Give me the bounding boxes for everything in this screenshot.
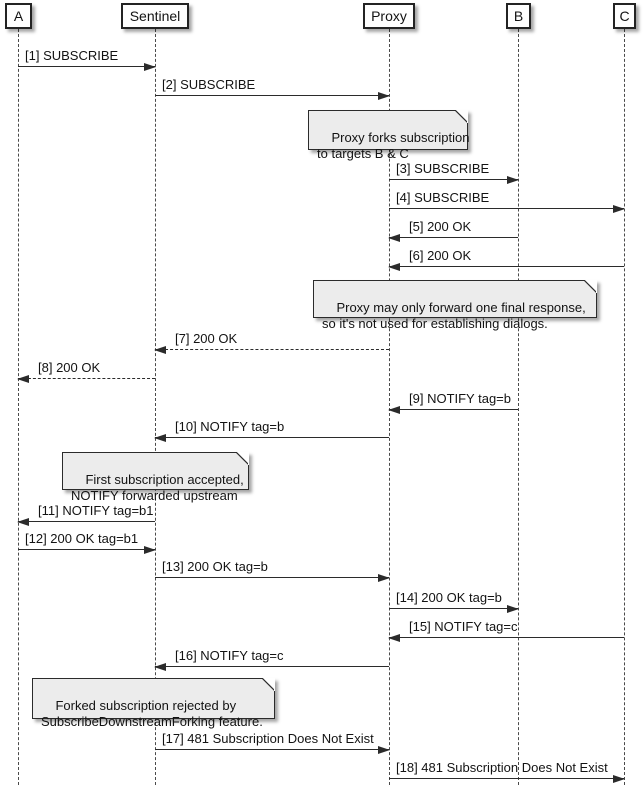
arrowhead-left-icon [388,406,400,414]
arrowhead-left-icon [388,263,400,271]
message-label: [1] SUBSCRIBE [25,48,119,63]
arrowhead-right-icon [144,546,156,554]
arrowhead-right-icon [144,63,156,71]
message-label: [9] NOTIFY tag=b [409,391,512,406]
arrowhead-left-icon [17,375,29,383]
arrowhead-left-icon [154,434,166,442]
lifeline-a [18,29,19,785]
message-label: [16] NOTIFY tag=c [175,648,284,663]
message-15-notify: [15] NOTIFY tag=c [388,619,624,642]
message-7-200ok: [7] 200 OK [154,331,389,354]
message-10-notify: [10] NOTIFY tag=b [154,419,389,442]
arrowhead-right-icon [613,775,625,783]
message-label: [8] 200 OK [38,360,101,375]
arrowhead-right-icon [507,176,519,184]
participant-label: A [13,8,24,24]
arrowhead-right-icon [378,574,390,582]
arrowhead-right-icon [613,205,625,213]
participant-c: C [613,3,636,29]
arrowhead-left-icon [154,346,166,354]
arrowhead-left-icon [388,234,400,242]
arrowhead-left-icon [388,634,400,642]
lifeline-c [624,29,625,785]
message-label: [5] 200 OK [409,219,472,234]
message-3-subscribe: [3] SUBSCRIBE [389,161,519,184]
note-fold-icon [584,280,597,293]
arrowhead-left-icon [154,663,166,671]
participant-a: A [5,3,32,29]
message-label: [17] 481 Subscription Does Not Exist [162,731,374,746]
arrowhead-left-icon [17,518,29,526]
message-1-subscribe: [1] SUBSCRIBE [18,48,156,71]
message-16-notify: [16] NOTIFY tag=c [154,648,389,671]
message-label: [2] SUBSCRIBE [162,77,256,92]
participant-sentinel: Sentinel [121,3,189,29]
message-label: [6] 200 OK [409,248,472,263]
message-label: [18] 481 Subscription Does Not Exist [396,760,608,775]
message-8-200ok: [8] 200 OK [17,360,155,383]
message-17-481: [17] 481 Subscription Does Not Exist [155,731,390,754]
message-label: [7] 200 OK [175,331,238,346]
note-text: Proxy forks subscription to targets B & … [317,130,470,161]
participant-proxy: Proxy [363,3,415,29]
message-18-481: [18] 481 Subscription Does Not Exist [389,760,625,783]
message-label: [14] 200 OK tag=b [396,590,502,605]
message-label: [13] 200 OK tag=b [162,559,268,574]
participant-label: C [619,8,630,24]
message-label: [10] NOTIFY tag=b [175,419,285,434]
message-4-subscribe: [4] SUBSCRIBE [389,190,625,213]
note-proxy-forks: Proxy forks subscription to targets B & … [308,110,469,161]
message-14-200ok: [14] 200 OK tag=b [389,590,519,613]
note-text: Proxy may only forward one final respons… [322,300,586,331]
note-forked-rejected: Forked subscription rejected by Subscrib… [32,678,275,729]
message-label: [12] 200 OK tag=b1 [25,531,139,546]
note-fold-icon [236,452,249,465]
participant-label: B [513,8,524,24]
note-first-subscription: First subscription accepted, NOTIFY forw… [62,452,249,503]
note-one-final-response: Proxy may only forward one final respons… [313,280,597,331]
lifeline-sentinel [155,29,156,785]
message-6-200ok: [6] 200 OK [388,248,624,271]
message-label: [15] NOTIFY tag=c [409,619,518,634]
message-label: [4] SUBSCRIBE [396,190,490,205]
lifeline-b [518,29,519,785]
message-label: [11] NOTIFY tag=b1 [38,503,154,518]
arrowhead-right-icon [378,746,390,754]
participant-label: Proxy [371,8,407,24]
arrowhead-right-icon [507,605,519,613]
note-fold-icon [262,678,275,691]
participant-label: Sentinel [129,8,181,24]
message-label: [3] SUBSCRIBE [396,161,490,176]
note-fold-icon [455,110,468,123]
note-text: Forked subscription rejected by Subscrib… [41,698,263,729]
message-5-200ok: [5] 200 OK [388,219,518,242]
participant-b: B [506,3,531,29]
message-2-subscribe: [2] SUBSCRIBE [155,77,390,100]
arrowhead-right-icon [378,92,390,100]
message-13-200ok: [13] 200 OK tag=b [155,559,390,582]
message-11-notify: [11] NOTIFY tag=b1 [17,503,155,526]
note-text: First subscription accepted, NOTIFY forw… [71,472,244,503]
message-12-200ok: [12] 200 OK tag=b1 [18,531,156,554]
message-9-notify: [9] NOTIFY tag=b [388,391,518,414]
